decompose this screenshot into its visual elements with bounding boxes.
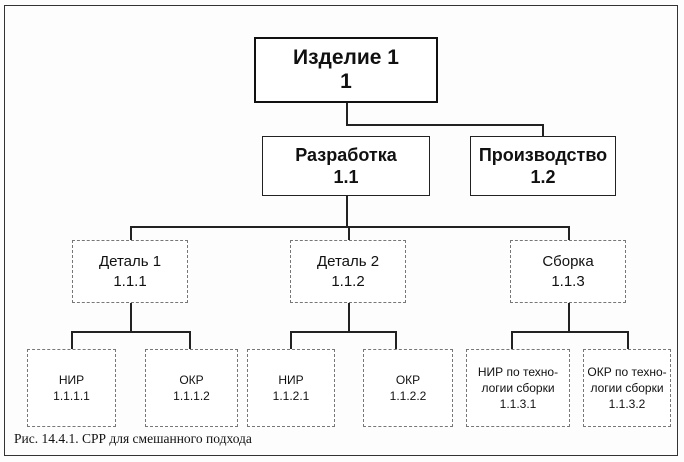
node-code: 1.1.1.1 bbox=[53, 389, 90, 403]
connector bbox=[130, 226, 569, 228]
connector bbox=[348, 226, 350, 240]
node-code: 1.1.2.2 bbox=[389, 389, 427, 403]
node-title-line2: логии сборки bbox=[590, 381, 664, 395]
connector bbox=[348, 303, 350, 331]
node-title: ОКР bbox=[395, 373, 421, 387]
node-1-1-2-2: ОКР 1.1.2.2 bbox=[363, 349, 453, 427]
node-title: НИР bbox=[278, 373, 304, 387]
node-part-2: Деталь 2 1.1.2 bbox=[290, 240, 406, 303]
connector bbox=[130, 303, 132, 331]
connector bbox=[290, 331, 396, 333]
node-title: Деталь 1 bbox=[98, 252, 162, 270]
node-assembly: Сборка 1.1.3 bbox=[510, 240, 626, 303]
node-1-1-2-1: НИР 1.1.2.1 bbox=[247, 349, 335, 427]
connector bbox=[395, 331, 397, 349]
node-1-1-3-1: НИР по техно- логии сборки 1.1.3.1 bbox=[466, 349, 570, 427]
node-code: 1.1.1 bbox=[113, 272, 147, 290]
node-production: Производство 1.2 bbox=[470, 136, 616, 196]
node-title: Производство bbox=[478, 145, 608, 165]
figure-caption: Рис. 14.4.1. СРР для смешанного подхода bbox=[14, 431, 252, 446]
node-development: Разработка 1.1 bbox=[262, 136, 430, 196]
figure-frame bbox=[4, 5, 678, 456]
node-code: 1.1.2 bbox=[331, 272, 365, 290]
connector bbox=[71, 331, 190, 333]
node-code: 1.1.3.1 bbox=[499, 397, 537, 411]
connector bbox=[189, 331, 191, 349]
node-title: НИР по техно- bbox=[477, 365, 559, 379]
node-code: 1.2 bbox=[530, 167, 556, 187]
node-title: Деталь 2 bbox=[316, 252, 380, 270]
node-code: 1 bbox=[340, 70, 352, 93]
connector bbox=[346, 103, 348, 124]
node-title: ОКР по техно- bbox=[587, 365, 667, 379]
connector bbox=[511, 331, 513, 349]
node-1-1-1-2: ОКР 1.1.1.2 bbox=[145, 349, 238, 427]
connector bbox=[511, 331, 628, 333]
connector bbox=[568, 303, 570, 331]
node-title: НИР bbox=[58, 373, 85, 387]
node-code: 1.1 bbox=[333, 167, 359, 187]
connector bbox=[346, 196, 348, 226]
node-title: Изделие 1 bbox=[293, 46, 399, 69]
connector bbox=[71, 331, 73, 349]
node-title: Сборка bbox=[542, 252, 594, 270]
node-title-line2: логии сборки bbox=[481, 381, 555, 395]
connector bbox=[130, 226, 132, 240]
node-title: ОКР bbox=[179, 373, 204, 387]
connector bbox=[568, 226, 570, 240]
node-1-1-1-1: НИР 1.1.1.1 bbox=[27, 349, 116, 427]
node-part-1: Деталь 1 1.1.1 bbox=[72, 240, 188, 303]
node-code: 1.1.3.2 bbox=[608, 397, 646, 411]
connector bbox=[542, 124, 544, 136]
node-code: 1.1.3 bbox=[551, 272, 585, 290]
node-root: Изделие 1 1 bbox=[254, 37, 438, 103]
node-code: 1.1.2.1 bbox=[272, 389, 310, 403]
node-code: 1.1.1.2 bbox=[173, 389, 210, 403]
node-1-1-3-2: ОКР по техно- логии сборки 1.1.3.2 bbox=[583, 349, 671, 427]
connector bbox=[627, 331, 629, 349]
connector bbox=[346, 124, 543, 126]
node-title: Разработка bbox=[295, 145, 397, 165]
connector bbox=[290, 331, 292, 349]
